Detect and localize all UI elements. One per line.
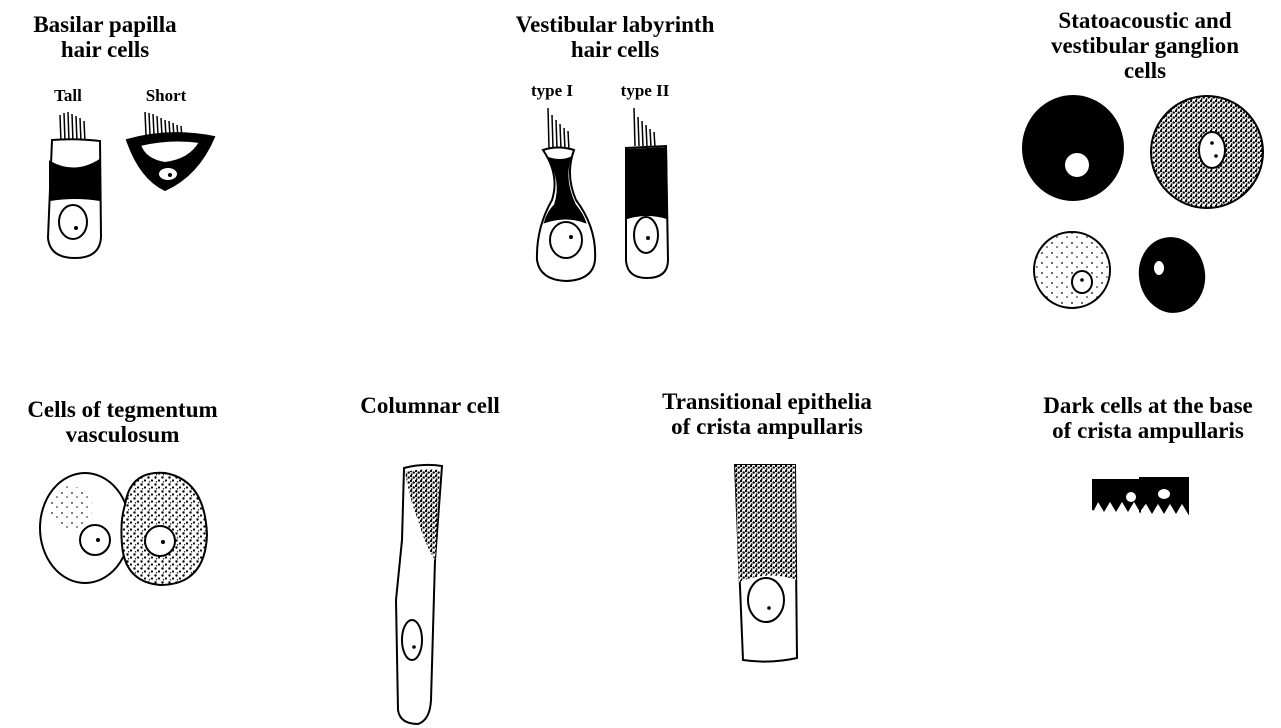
ganglion-cell-light bbox=[1034, 232, 1110, 308]
short-hair-cell bbox=[127, 112, 214, 190]
type-ii-hair-cell bbox=[626, 108, 668, 278]
tegmentum-cell-right bbox=[121, 473, 207, 585]
columnar-cell bbox=[396, 465, 442, 724]
ganglion-cell-stippled bbox=[1151, 96, 1263, 208]
transitional-cell bbox=[735, 465, 797, 662]
ganglion-cell-small-dark bbox=[1134, 233, 1210, 317]
ganglion-cell-dark bbox=[1023, 96, 1123, 200]
tall-hair-cell bbox=[48, 112, 101, 258]
dark-cells bbox=[1093, 478, 1188, 512]
type-i-hair-cell bbox=[537, 108, 595, 281]
tegmentum-cell-left bbox=[40, 473, 130, 583]
